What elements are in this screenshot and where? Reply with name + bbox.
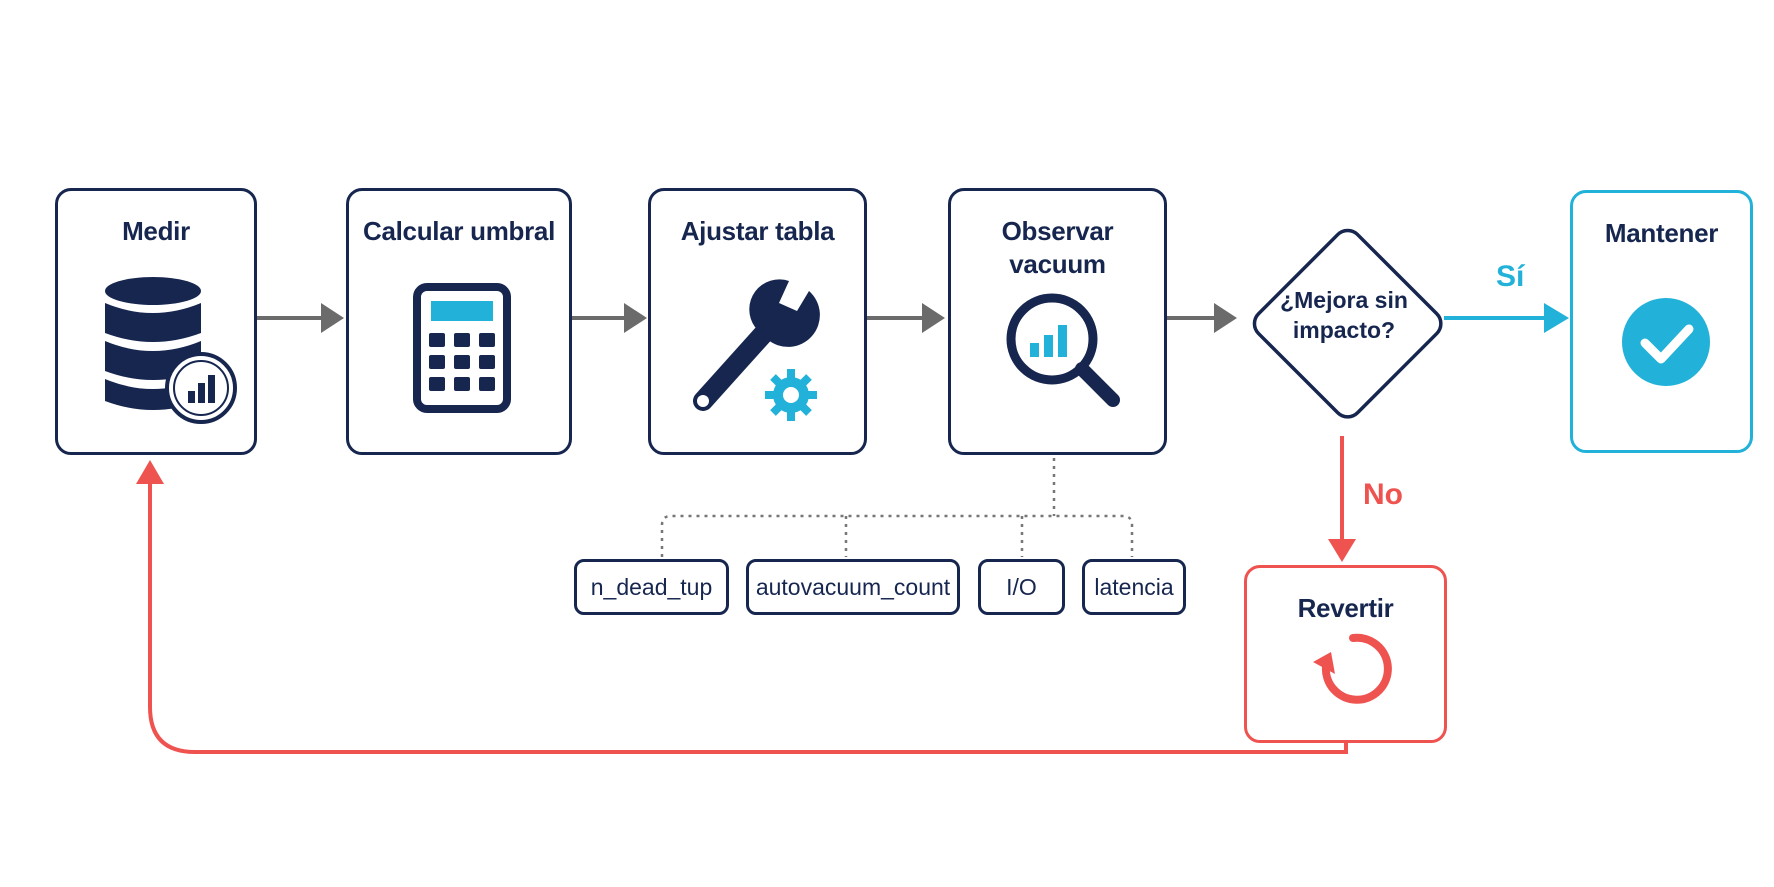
metric-latencia: latencia: [1082, 559, 1186, 615]
check-circle-icon: [1622, 298, 1710, 386]
step-calcular-umbral: Calcular umbral: [346, 188, 572, 455]
calculator-icon: [413, 283, 511, 413]
decision-diamond: [1252, 228, 1443, 419]
flow-arrow-3: [867, 303, 945, 333]
metric-n-dead-tup: n_dead_tup: [574, 559, 729, 615]
flow-arrow-1: [257, 303, 344, 333]
magnifier-chart-icon: [1006, 293, 1120, 407]
wrench-gear-icon: [693, 279, 820, 421]
step-revertir: Revertir: [1244, 565, 1447, 743]
no-arrow: [1328, 436, 1356, 562]
step-ajustar-tabla: Ajustar tabla: [648, 188, 867, 455]
step-mantener: Mantener: [1570, 190, 1753, 453]
decision-label: ¿Mejora sin impacto?: [1280, 287, 1408, 343]
no-label: No: [1363, 478, 1403, 511]
metric-io: I/O: [978, 559, 1065, 615]
flow-arrow-2: [572, 303, 647, 333]
step-title: Ajustar tabla: [680, 216, 835, 246]
step-medir: Medir: [55, 188, 257, 455]
undo-icon: [1313, 633, 1392, 704]
step-title: Mantener: [1604, 218, 1719, 248]
loop-back-arrow: [136, 460, 1348, 754]
metric-autovacuum-count: autovacuum_count: [746, 559, 960, 615]
yes-label: Sí: [1496, 260, 1525, 293]
metrics-tree: [660, 458, 1134, 557]
step-title: Revertir: [1297, 593, 1394, 623]
step-title: Medir: [122, 216, 190, 246]
step-title: Calcular umbral: [362, 216, 555, 246]
step-title: Observar vacuum: [1001, 216, 1114, 279]
step-observar-vacuum: Observar vacuum: [948, 188, 1167, 455]
flow-arrow-4: [1167, 303, 1237, 333]
yes-arrow: [1444, 303, 1569, 333]
database-chart-icon: [105, 277, 237, 424]
